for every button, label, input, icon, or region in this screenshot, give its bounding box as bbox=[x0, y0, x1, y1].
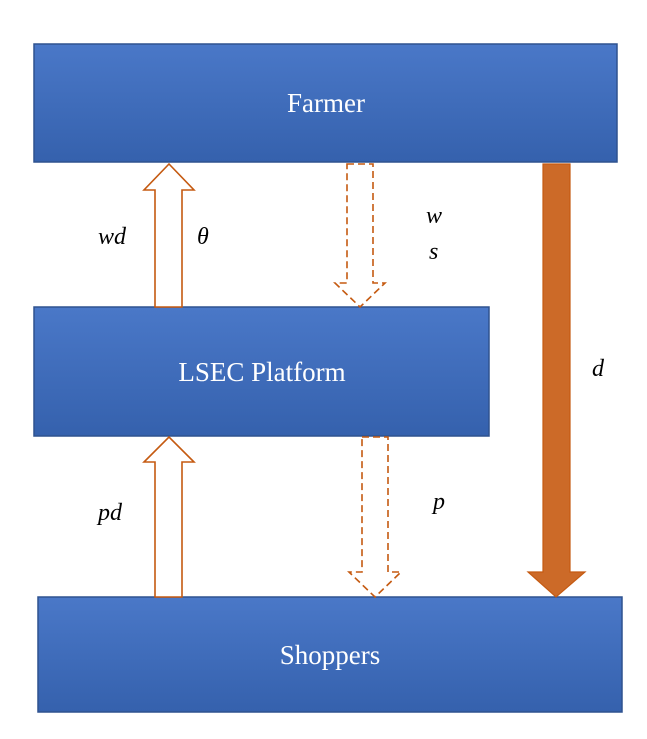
flow-label-pd: pd bbox=[96, 500, 123, 526]
shoppers-node: Shoppers bbox=[37, 596, 623, 713]
farmer-node: Farmer bbox=[33, 43, 618, 163]
platform-to-farmer-arrow bbox=[142, 162, 196, 308]
flow-label-w: w bbox=[426, 203, 442, 229]
farmer-to-platform-arrow bbox=[333, 163, 387, 309]
farmer-label: Farmer bbox=[287, 88, 365, 118]
platform-label: LSEC Platform bbox=[178, 357, 345, 387]
shoppers-label: Shoppers bbox=[280, 640, 381, 670]
flow-label-d: d bbox=[592, 356, 605, 382]
farmer-to-shoppers-arrow bbox=[526, 163, 587, 598]
flow-label-p: p bbox=[431, 489, 445, 515]
flow-label-wd: wd bbox=[98, 224, 127, 250]
shoppers-to-platform-arrow bbox=[142, 435, 196, 598]
flow-label-theta: θ bbox=[197, 224, 209, 250]
flow-label-s: s bbox=[429, 239, 438, 265]
platform-node: LSEC Platform bbox=[33, 306, 490, 437]
platform-to-shoppers-arrow bbox=[347, 436, 403, 599]
